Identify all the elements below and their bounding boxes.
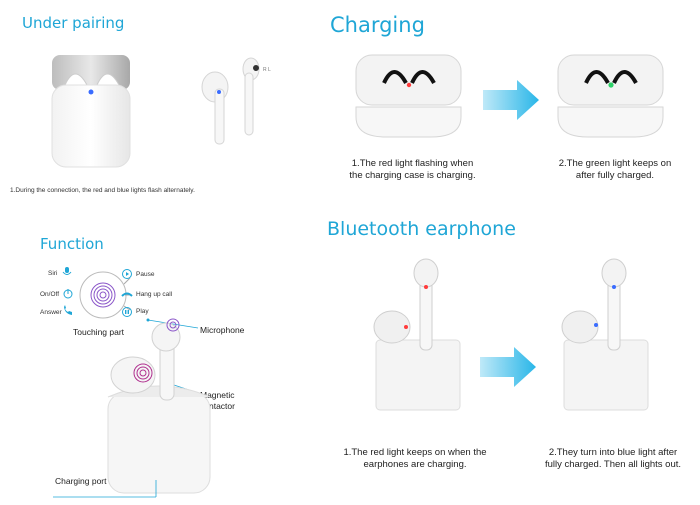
charging-arrow [483, 80, 539, 120]
callout-magnetic: Magnetic contactor [200, 390, 235, 412]
function-case-image [53, 318, 211, 498]
callout-magnetic-line2: contactor [200, 401, 235, 411]
function-title: Function [40, 235, 104, 253]
callout-charging-port: Charging port [55, 476, 107, 486]
bluetooth-caption-left: 1.The red light keeps on when the earpho… [330, 447, 500, 471]
bluetooth-caption-right-line1: 2.They turn into blue light after [548, 447, 678, 458]
answer-label: Answer [40, 309, 62, 316]
play-label: Play [136, 308, 149, 315]
microphone-icon [62, 267, 72, 275]
bluetooth-caption-left-line2: earphones are charging. [363, 459, 467, 470]
charging-caption-right: 2.The green light keeps on after fully c… [545, 158, 685, 182]
charging-caption-left-line1: 1.The red light flashing when [351, 158, 474, 169]
callout-magnetic-line1: Magnetic [200, 390, 235, 400]
charging-caption-left: 1.The red light flashing when the chargi… [340, 158, 485, 182]
bluetooth-caption-right: 2.They turn into blue light after fully … [528, 447, 698, 471]
hangup-label: Hang up call [136, 291, 173, 298]
siri-label: Siri [48, 270, 58, 277]
charging-title: Charging [330, 13, 425, 37]
callout-touching-part: Touching part [73, 327, 125, 337]
callout-microphone: Microphone [200, 325, 245, 335]
pairing-title: Under pairing [22, 14, 125, 32]
bluetooth-caption-left-line1: 1.The red light keeps on when the [343, 447, 487, 458]
charging-caption-right-line1: 2.The green light keeps on [558, 158, 672, 169]
onoff-label: On/Off [40, 291, 60, 298]
charging-caption-right-line2: after fully charged. [575, 170, 655, 181]
charging-case-left-image [355, 54, 462, 138]
pairing-case-image [51, 55, 131, 168]
pairing-note: 1.During the connection, the red and blu… [10, 187, 195, 194]
hangup-icon [121, 292, 133, 297]
pairing-earbuds-image: R L [201, 57, 271, 145]
pause-label: Pause [136, 271, 155, 278]
bluetooth-arrow [480, 347, 536, 387]
bluetooth-caption-right-line2: fully charged. Then all lights out. [544, 459, 682, 470]
pause-icon [122, 307, 132, 317]
phone-icon [64, 305, 72, 315]
charging-caption-left-line2: the charging case is charging. [349, 170, 476, 181]
touch-area-image [79, 271, 131, 319]
bluetooth-title: Bluetooth earphone [327, 218, 516, 240]
charging-case-right-image [557, 54, 664, 138]
bluetooth-case-right-image [561, 258, 649, 411]
svg-text:R L: R L [263, 67, 271, 73]
bluetooth-case-left-image [373, 258, 461, 411]
play-icon [122, 269, 132, 279]
power-icon [63, 289, 73, 299]
fingerprint-icon [90, 282, 116, 308]
